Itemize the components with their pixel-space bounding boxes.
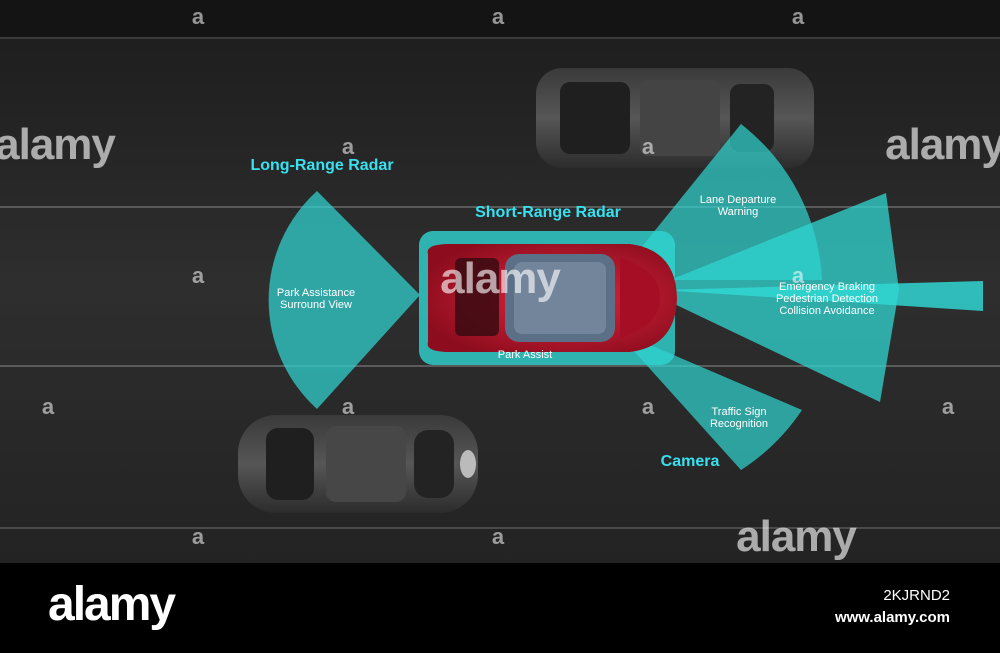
camera-title: Camera xyxy=(660,453,720,470)
watermark-letter: a xyxy=(341,134,355,159)
watermark-letter: a xyxy=(191,4,205,29)
watermark-letter: a xyxy=(191,263,205,288)
park-assist-label: Park Assist xyxy=(497,349,553,361)
footer-url[interactable]: www.alamy.com xyxy=(834,609,950,626)
watermark: alamy xyxy=(0,120,116,169)
grey-car-bottom xyxy=(238,415,478,513)
footer-logo: alamy xyxy=(48,578,176,631)
watermark-letter: a xyxy=(491,4,505,29)
grey-car-top xyxy=(536,68,814,168)
red-car xyxy=(427,244,677,352)
watermark: alamy xyxy=(736,512,857,561)
watermark-letter: a xyxy=(341,394,355,419)
watermark: alamy xyxy=(885,120,1000,169)
watermark-letter: a xyxy=(191,524,205,549)
watermark-letter: a xyxy=(41,394,55,419)
adas-sensor-diagram xyxy=(0,0,1000,563)
watermark-letter: a xyxy=(791,4,805,29)
watermark-letter: a xyxy=(491,524,505,549)
long-range-radar-title: Long-Range Radar xyxy=(250,157,394,174)
emergency-braking-zone xyxy=(645,193,899,402)
watermark-letter: a xyxy=(641,394,655,419)
watermark-letter: a xyxy=(941,394,955,419)
traffic-sign-zone xyxy=(615,330,802,470)
watermark-letter: a xyxy=(641,134,655,159)
short-range-radar-title: Short-Range Radar xyxy=(475,204,621,221)
roadside-curb xyxy=(0,0,1000,38)
watermark-letter: a xyxy=(791,263,805,288)
footer-bar: alamy 2KJRND2 www.alamy.com xyxy=(0,563,1000,653)
watermark: alamy xyxy=(440,254,561,303)
long-beam-zone xyxy=(660,281,983,311)
park-assistance-zone xyxy=(268,191,420,409)
image-id: 2KJRND2 xyxy=(883,587,950,604)
